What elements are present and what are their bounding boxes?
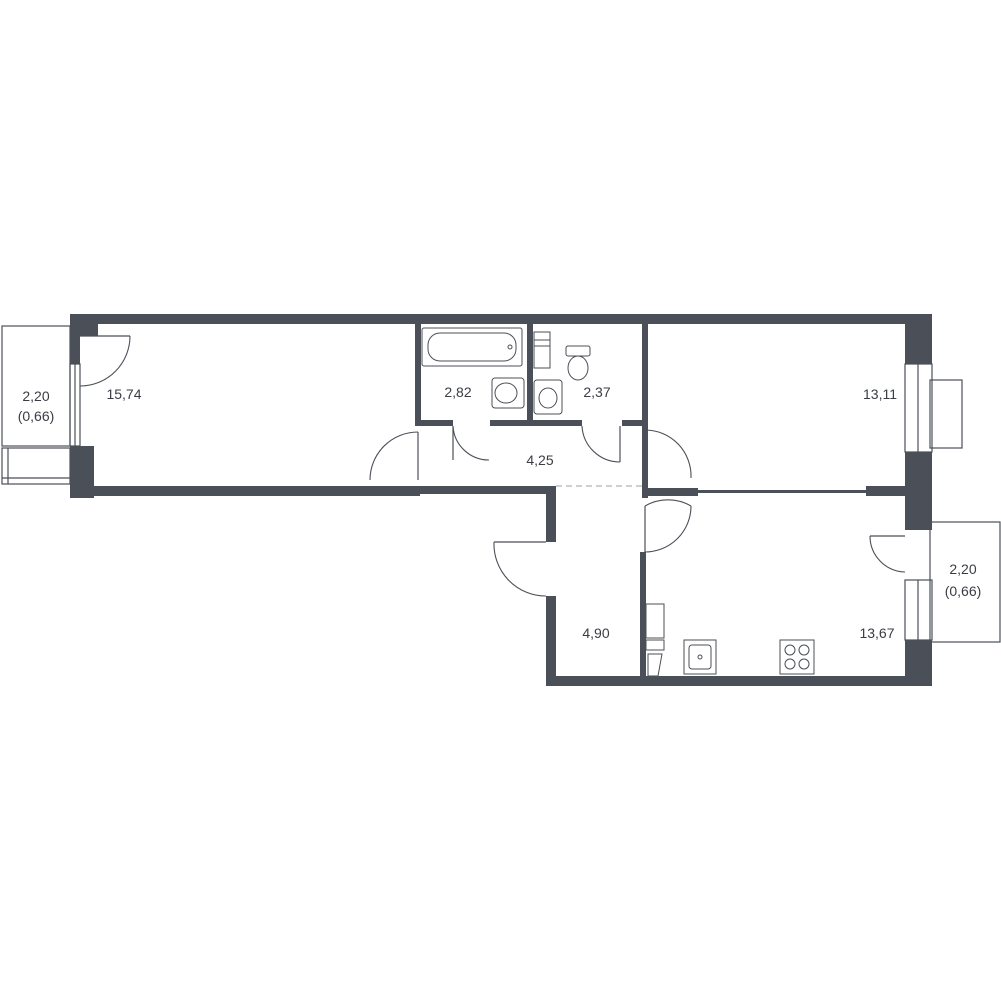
toilet-icon [565, 345, 591, 381]
door-swing-icon [79, 335, 906, 597]
washbasin-icon [491, 377, 525, 409]
hallway-area: 4,90 [582, 625, 609, 641]
windows [69, 363, 933, 641]
kitchen-area: 13,67 [859, 625, 894, 641]
balcony-right [929, 379, 1001, 643]
toilet-area: 2,37 [583, 384, 610, 400]
balcony-left-area-reduced: (0,66) [18, 408, 55, 424]
living-room-area: 15,74 [106, 386, 141, 402]
stove-icon [779, 639, 815, 675]
washbasin-icon [533, 379, 563, 415]
bathroom-area: 2,82 [444, 384, 471, 400]
walls [70, 314, 932, 686]
sink-icon [683, 639, 717, 675]
balcony-left [1, 325, 71, 485]
washing-machine-icon [533, 331, 551, 369]
bedroom-area: 13,11 [863, 386, 897, 402]
balcony-left-area: 2,20 [22, 388, 49, 404]
balcony-right-area: 2,20 [949, 561, 976, 577]
corridor-area: 4,25 [526, 452, 553, 468]
fridge-icon [645, 603, 665, 677]
bathtub-icon [421, 327, 523, 367]
balcony-right-area-reduced: (0,66) [945, 583, 982, 599]
